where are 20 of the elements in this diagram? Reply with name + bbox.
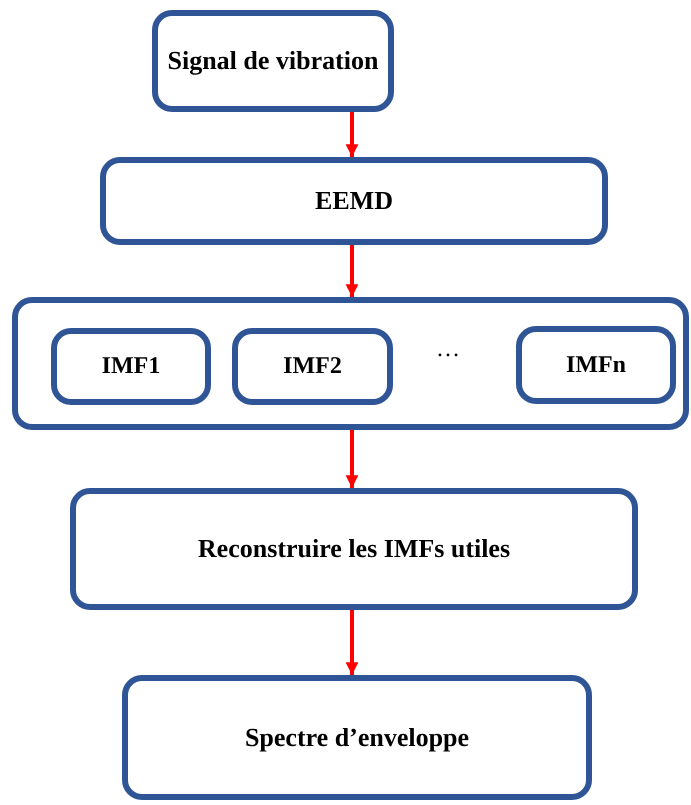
arrow (346, 430, 358, 488)
arrow (346, 610, 358, 675)
box-label: IMFn (566, 352, 626, 378)
box-label: EEMD (315, 186, 393, 216)
process-box (51, 328, 211, 405)
process-box (122, 675, 592, 800)
box-label: Spectre d’enveloppe (244, 722, 470, 752)
process-box (70, 488, 638, 610)
box-label: IMF2 (283, 353, 342, 380)
ellipsis-label: … (436, 336, 460, 363)
arrow (346, 245, 358, 297)
box-label: Signal de vibration (168, 46, 378, 76)
process-box (232, 328, 393, 405)
process-box (152, 10, 394, 112)
group-box (12, 297, 689, 430)
arrow (346, 112, 358, 157)
box-label: Reconstruire les IMFs utiles (198, 534, 510, 564)
process-box (516, 326, 676, 404)
process-box (100, 157, 608, 245)
box-label: IMF1 (102, 353, 160, 380)
